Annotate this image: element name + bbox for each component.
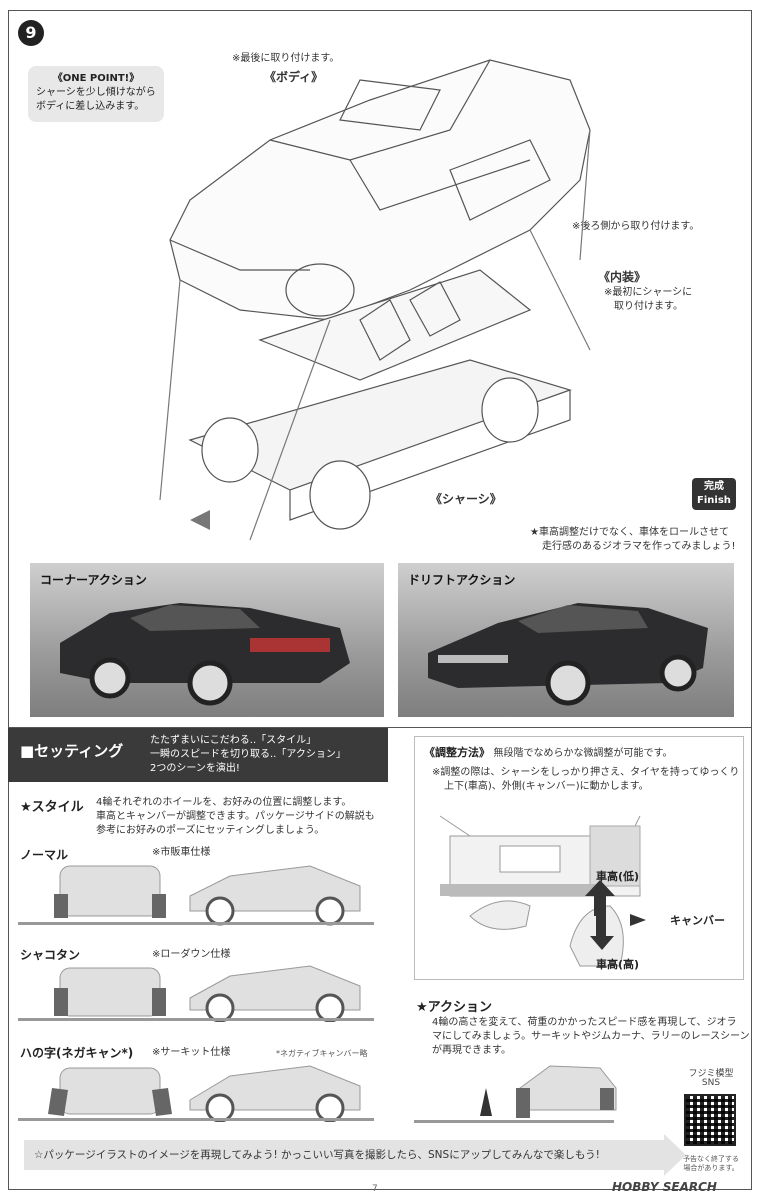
ground-line: [18, 1018, 374, 1021]
action-desc-line: が再現できます。: [432, 1045, 511, 1056]
interior-label: 《内装》: [598, 270, 647, 284]
adjust-heading: 《調整方法》: [424, 746, 490, 759]
style-row-title: ノーマル: [20, 848, 69, 862]
chassis-label: 《シャーシ》: [430, 492, 502, 506]
style-row-title: シャコタン: [20, 948, 81, 962]
rear-install-note: ※後ろ側から取り付けます。: [572, 221, 700, 232]
roll-note-line: ★車高調整だけでなく、車体をロールさせて: [530, 527, 729, 538]
setting-heading: ■セッティング: [20, 742, 124, 760]
setting-desc-line: 2つのシーンを演出!: [150, 763, 240, 774]
exploded-assembly-illustration: [159, 59, 591, 541]
body-label: 《ボディ》: [264, 70, 324, 84]
watermark: HOBBY SEARCH: [612, 1180, 717, 1194]
sns-title: フジミ模型: [688, 1069, 734, 1079]
style-row-footnote: *ネガティブキャンバー略: [276, 1049, 368, 1058]
style-heading: ★スタイル: [20, 800, 84, 815]
normal-style-diagram: [54, 865, 361, 926]
sns-banner: ☆パッケージイラストのイメージを再現してみよう! かっこいい写真を撮影したら、S…: [24, 1140, 664, 1170]
one-point-title: 《ONE POINT!》: [52, 73, 140, 84]
adjust-note-line: ※調整の際は、シャーシをしっかり押さえ、タイヤを持ってゆっくり: [432, 767, 740, 778]
ground-line: [18, 1118, 374, 1121]
direction-arrow: [190, 510, 210, 530]
step-number-badge: 9: [18, 20, 44, 46]
adjust-method-illustration: [439, 815, 646, 967]
style-row-note: ※市販車仕様: [152, 847, 211, 858]
car-photo-corner: [60, 603, 350, 706]
roll-note-line: 走行感のあるジオラマを作ってみましょう!: [542, 541, 736, 552]
setting-desc-line: 一瞬のスピードを切り取る..「アクション」: [150, 749, 346, 760]
lowdown-style-diagram: [54, 965, 361, 1022]
style-row-note: ※ローダウン仕様: [152, 949, 231, 960]
drift-action-caption: ドリフトアクション: [408, 573, 516, 587]
ground-line: [414, 1120, 614, 1123]
page-number: 7: [372, 1184, 378, 1194]
corner-action-photo: コーナーアクション: [30, 563, 384, 717]
setting-description: たたずまいにこだわる..「スタイル」 一瞬のスピードを切り取る..「アクション」…: [150, 734, 346, 776]
interior-note: 取り付けます。: [614, 301, 683, 312]
ride-height-high-label: 車高(高): [596, 958, 640, 971]
sns-sub: SNS: [701, 1078, 721, 1088]
sns-qr-code[interactable]: [684, 1094, 736, 1146]
interior-note: ※最初にシャーシに: [604, 287, 693, 298]
sns-note: 予告なく終了する: [683, 1155, 739, 1163]
car-photo-drift: [428, 603, 708, 706]
sns-note: 場合があります。: [683, 1164, 739, 1172]
style-description: 4輪それぞれのホイールを、お好みの位置に調整します。 車高とキャンバーが調整でき…: [96, 796, 375, 838]
style-desc-line: 参考にお好みのポーズにセッティングしましょう。: [96, 825, 325, 836]
adjust-method-box: [414, 736, 744, 980]
body-note: ※最後に取り付けます。: [232, 53, 340, 64]
style-desc-line: 4輪それぞれのホイールを、お好みの位置に調整します。: [96, 797, 352, 808]
action-desc-line: 4輪の高さを変えて、荷重のかかったスピード感を再現して、ジオラ: [432, 1017, 737, 1028]
adjust-note-line: 上下(車高)、外側(キャンバー)に動かします。: [444, 781, 649, 792]
page-frame: [8, 10, 752, 1190]
adjust-heading-desc: 無段階でなめらかな微調整が可能です。: [493, 748, 673, 759]
ground-line: [18, 922, 374, 925]
adjust-heading-row: 《調整方法》 無段階でなめらかな微調整が可能です。: [424, 744, 673, 761]
style-desc-line: 車高とキャンバーが調整できます。パッケージサイドの解説も: [96, 811, 375, 822]
drift-action-photo: ドリフトアクション: [398, 563, 734, 717]
style-row-note: ※サーキット仕様: [152, 1047, 231, 1058]
one-point-line: シャーシを少し傾けながら: [36, 87, 156, 98]
one-point-box: 《ONE POINT!》 シャーシを少し傾けながら ボディに差し込みます。: [28, 66, 164, 122]
finish-jp: 完成: [704, 481, 724, 492]
adjust-note: ※調整の際は、シャーシをしっかり押さえ、タイヤを持ってゆっくり 上下(車高)、外…: [432, 766, 739, 794]
action-diagram: [480, 1065, 617, 1118]
roll-note: ★車高調整だけでなく、車体をロールさせて 走行感のあるジオラマを作ってみましょう…: [530, 526, 736, 554]
negative-camber-diagram: [48, 1065, 361, 1122]
action-desc-line: マにしてみましょう。サーキットやジムカーナ、ラリーのレースシーン: [432, 1031, 750, 1042]
style-row-title: ハの字(ネガキャン*): [20, 1046, 134, 1060]
corner-action-caption: コーナーアクション: [40, 573, 147, 587]
finish-badge: 完成 Finish: [692, 478, 736, 510]
ride-height-low-label: 車高(低): [596, 870, 640, 883]
one-point-line: ボディに差し込みます。: [36, 101, 145, 112]
section-divider: [8, 727, 752, 728]
action-heading: ★アクション: [416, 1000, 493, 1015]
action-description: 4輪の高さを変えて、荷重のかかったスピード感を再現して、ジオラ マにしてみましょ…: [432, 1016, 750, 1058]
camber-label: キャンバー: [670, 914, 725, 927]
finish-en: Finish: [697, 495, 731, 506]
setting-header: ■セッティング たたずまいにこだわる..「スタイル」 一瞬のスピードを切り取る.…: [8, 728, 388, 782]
banner-arrow-icon: [664, 1134, 686, 1176]
setting-desc-line: たたずまいにこだわる..「スタイル」: [150, 735, 317, 746]
